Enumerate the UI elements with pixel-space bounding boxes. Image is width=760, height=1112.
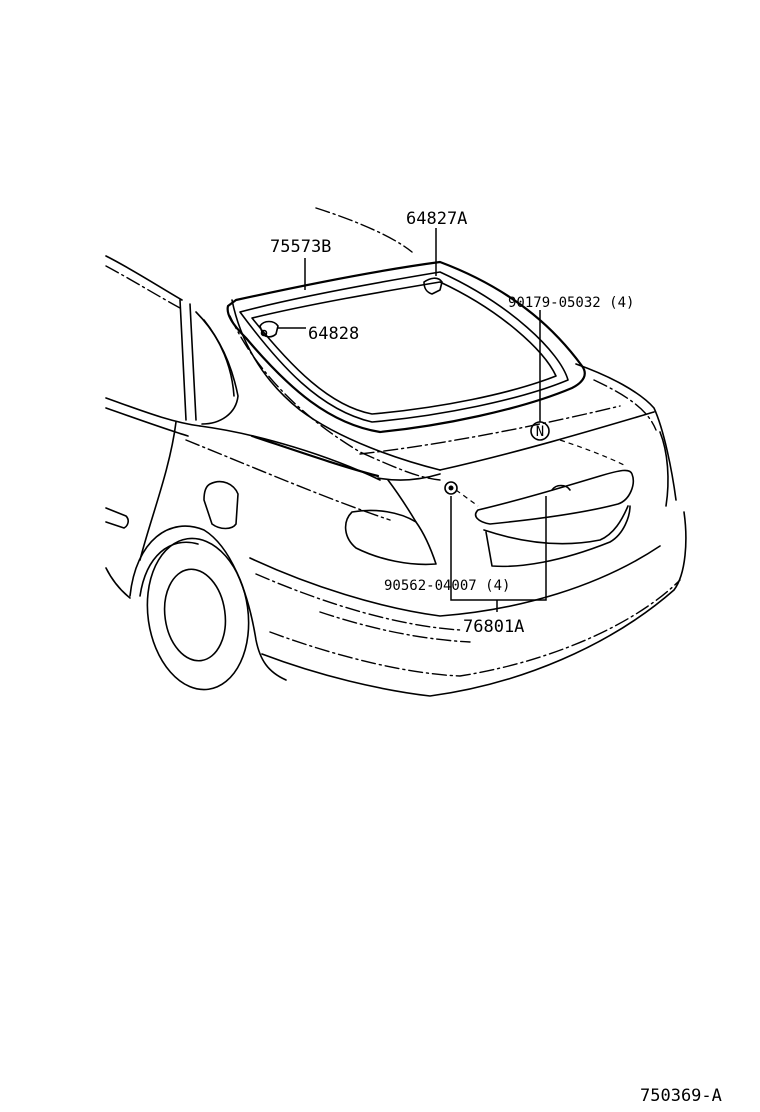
- leader-lines: [278, 228, 547, 612]
- n-symbol-marker: N: [530, 421, 550, 441]
- back-window-glass: [226, 260, 586, 434]
- part-label-75573b: 75573B: [270, 237, 331, 257]
- part-label-76801a: 76801A: [463, 617, 524, 637]
- n-symbol-text: N: [536, 424, 544, 440]
- car-body-outline: [105, 207, 687, 697]
- figure-id: 750369-A: [640, 1086, 722, 1106]
- part-label-64827a: 64827A: [406, 209, 467, 229]
- part-label-90179-05032: 90179-05032 (4): [508, 295, 634, 311]
- part-label-90562-04007: 90562-04007 (4): [384, 578, 510, 594]
- part-label-64828: 64828: [308, 324, 359, 344]
